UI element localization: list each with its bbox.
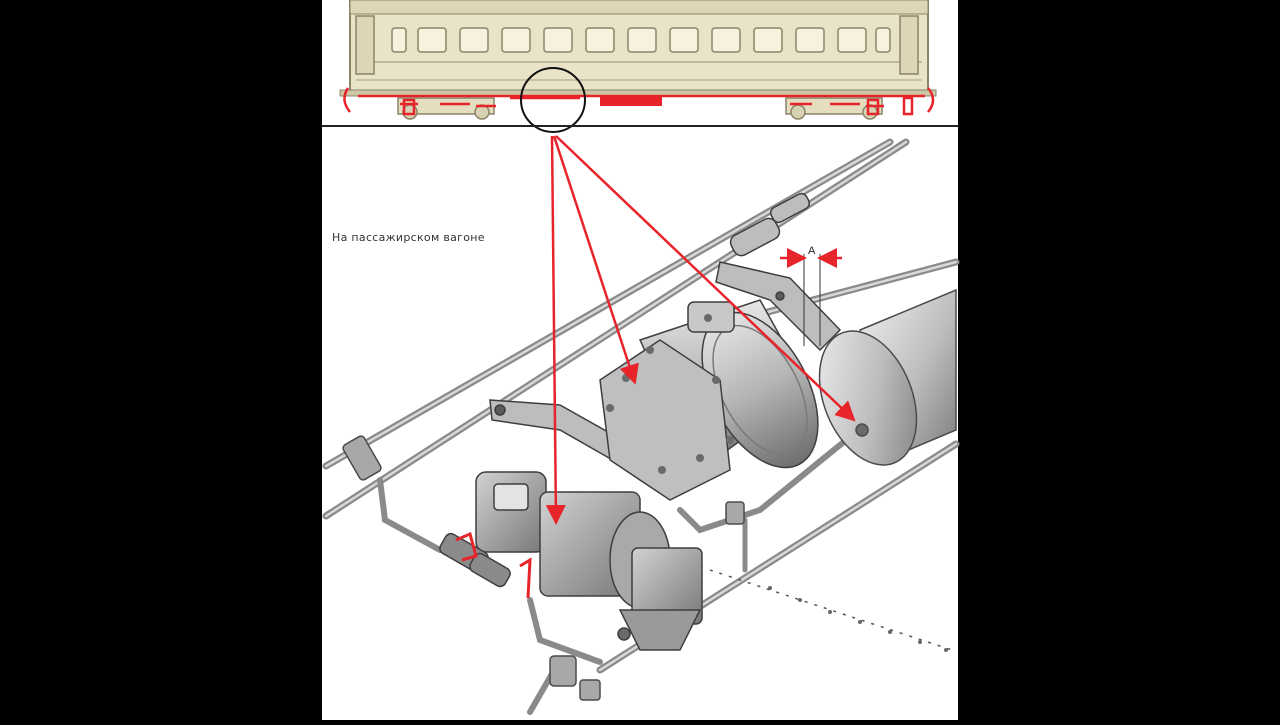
pipe-fittings bbox=[342, 435, 745, 701]
brake-cylinder bbox=[599, 299, 819, 501]
air-reservoir bbox=[818, 288, 957, 466]
detail-callout-circle bbox=[520, 67, 586, 133]
arrow-to-cylinder bbox=[552, 135, 639, 385]
car-windows bbox=[391, 27, 891, 53]
air-distributor bbox=[475, 471, 703, 651]
arrow-to-reservoir bbox=[555, 135, 856, 422]
car-door-right bbox=[899, 15, 919, 75]
arrow-to-distributor bbox=[545, 135, 566, 525]
dimension-label: А bbox=[808, 245, 816, 257]
isolating-cocks bbox=[439, 531, 532, 599]
diagram-caption: На пассажирском вагоне bbox=[332, 231, 485, 244]
bogie-right bbox=[785, 97, 883, 120]
car-door-left bbox=[355, 15, 375, 75]
brake-lever-linkage bbox=[489, 192, 842, 472]
brake-cylinder-highlight bbox=[600, 96, 662, 106]
chain bbox=[709, 569, 953, 651]
passenger-car bbox=[322, 0, 958, 133]
callout-arrows bbox=[545, 135, 856, 525]
dimension-marker-a: А bbox=[780, 245, 842, 346]
